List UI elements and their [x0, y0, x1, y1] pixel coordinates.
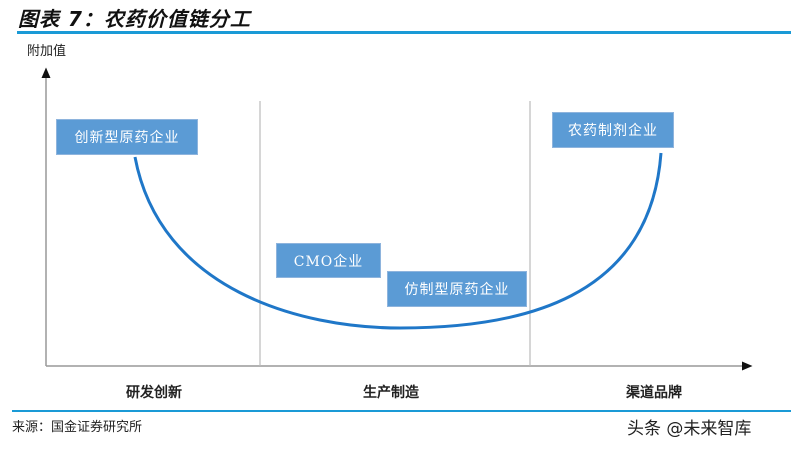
figure-title: 图表 7：农药价值链分工 — [18, 7, 251, 31]
box-generic-api: 仿制型原药企业 — [387, 271, 527, 307]
top-divider — [17, 31, 791, 34]
y-axis-label: 附加值 — [27, 44, 67, 59]
box-formulation: 农药制剂企业 — [552, 112, 674, 148]
watermark: 头条 @未来智库 — [627, 419, 752, 439]
bottom-divider — [12, 410, 791, 412]
box-cmo: CMO企业 — [276, 243, 381, 278]
value-curve — [133, 152, 663, 330]
segment-label-manufacturing: 生产制造 — [363, 385, 419, 401]
box-innovative-api: 创新型原药企业 — [56, 119, 198, 155]
segment-label-rd: 研发创新 — [126, 385, 182, 401]
segment-label-channel-brand: 渠道品牌 — [626, 385, 682, 401]
source-note: 来源：国金证券研究所 — [12, 420, 143, 435]
